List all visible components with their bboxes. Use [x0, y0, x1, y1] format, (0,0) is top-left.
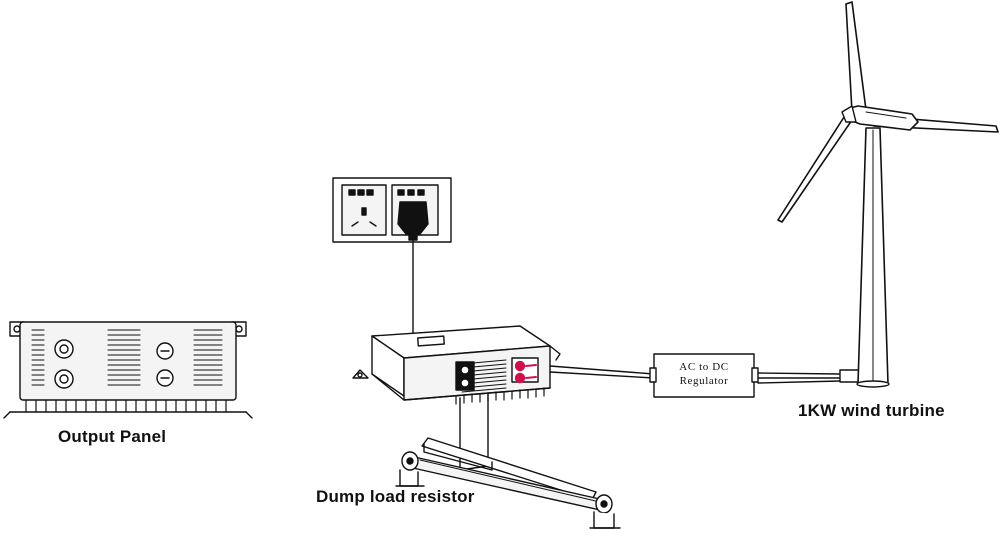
dump-load-resistor — [395, 393, 621, 529]
regulator-label-line2: Regulator — [679, 375, 729, 387]
regulator-label: AC to DC Regulator — [654, 360, 754, 388]
panel-terminal-top — [54, 339, 74, 359]
cable-controller-regulator — [549, 365, 655, 375]
wall-socket — [332, 177, 452, 243]
red-terminal-bottom — [514, 372, 526, 384]
output-panel — [3, 321, 253, 419]
dump-load-label: Dump load resistor — [316, 487, 475, 506]
blade-up — [845, 1, 867, 113]
panel-terminal-bottom — [54, 369, 74, 389]
cable-regulator-turbine — [757, 372, 841, 375]
plug-icon — [397, 201, 429, 235]
wind-turbine — [777, 1, 999, 388]
red-terminal-top — [514, 360, 526, 372]
regulator-label-line1: AC to DC — [679, 361, 729, 373]
charge-controller — [352, 325, 561, 405]
ac-dc-regulator — [649, 353, 759, 398]
wind-turbine-label: 1KW wind turbine — [798, 401, 945, 420]
nacelle — [849, 105, 919, 131]
output-panel-label: Output Panel — [58, 427, 167, 446]
blade-down-left — [777, 113, 853, 223]
